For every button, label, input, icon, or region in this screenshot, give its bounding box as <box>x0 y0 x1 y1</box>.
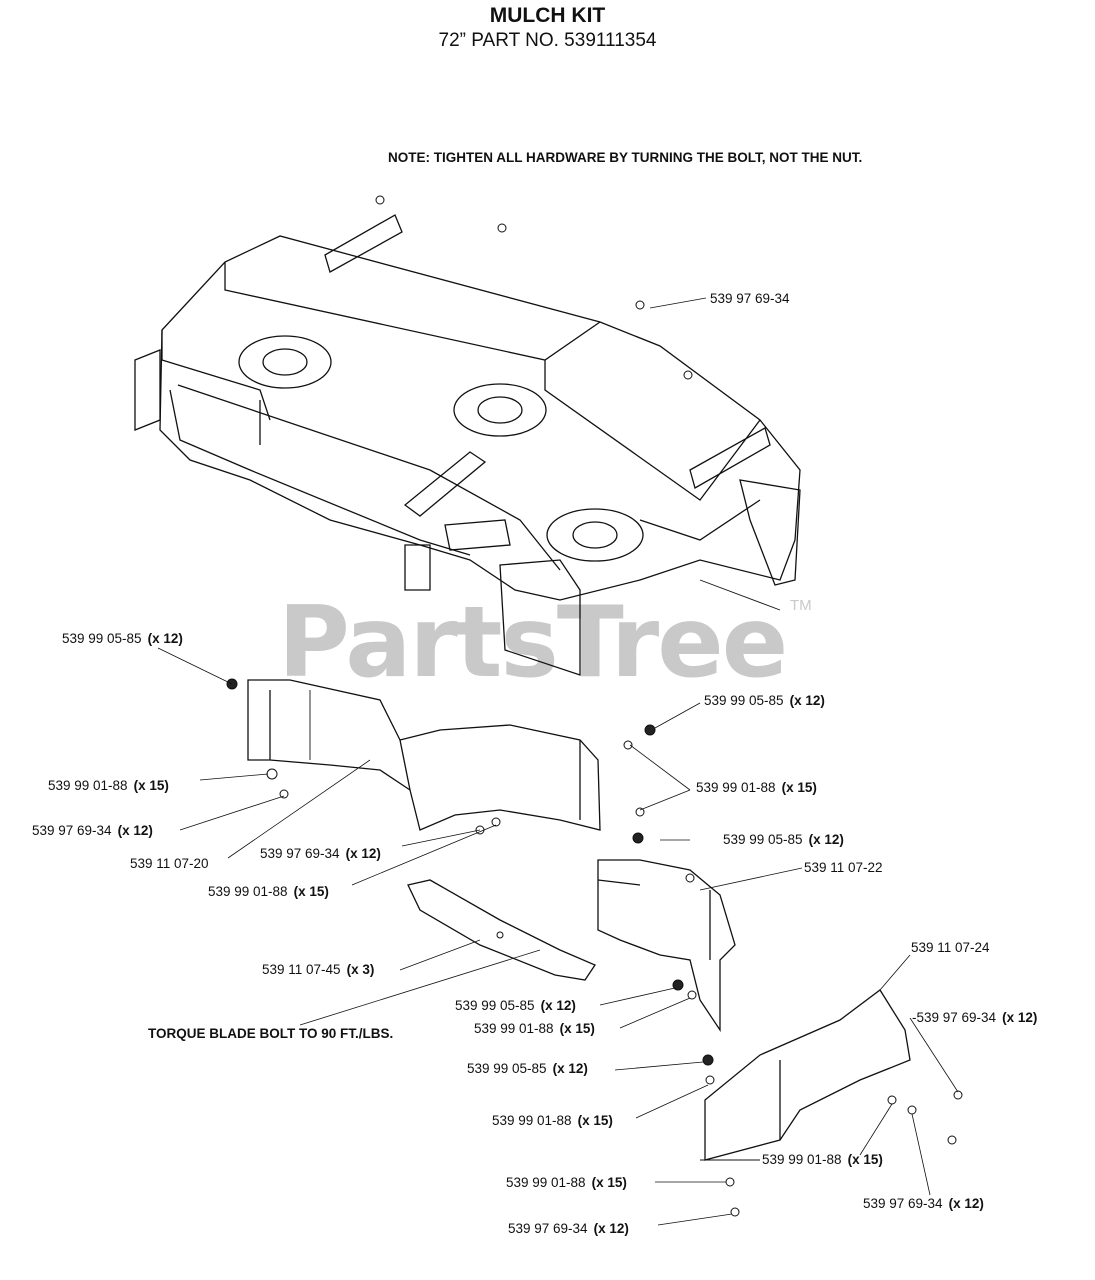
callout-part-number: 539 11 07-20 <box>130 856 209 871</box>
callout-quantity: (x 12) <box>552 1061 588 1076</box>
callout-quantity: (x 15) <box>781 780 817 795</box>
callout-part-number: 539 99 01-88 <box>48 778 128 793</box>
callout-part-number: 539 11 07-24 <box>911 940 990 955</box>
callout-part-number: 539 99 05-85 <box>62 631 142 646</box>
callout-nut-left: 539 99 05-85 (x 12) <box>62 631 183 646</box>
callout-quantity: (x 3) <box>346 962 375 977</box>
callout-quantity: (x 12) <box>345 846 381 861</box>
callout-part-number: 539 99 05-85 <box>455 998 535 1013</box>
callout-quantity: (x 12) <box>540 998 576 1013</box>
callout-part-number: 539 97 69-34 <box>32 823 112 838</box>
trademark-mark: TM <box>790 597 812 614</box>
callout-part-number: 539 97 69-34 <box>508 1221 588 1236</box>
callout-quantity: (x 15) <box>847 1152 883 1167</box>
callout-part-number: 539 99 01-88 <box>696 780 776 795</box>
callout-washer-lower-right: 539 99 01-88 (x 15) <box>762 1152 883 1167</box>
callout-part-number: 539 11 07-45 <box>262 962 341 977</box>
callout-part-number: 539 97 69-34 <box>260 846 340 861</box>
callout-part-number: 539 97 69-34 <box>710 291 790 306</box>
callout-baffle-07-24: 539 11 07-24 <box>911 940 996 955</box>
callout-part-number: 539 11 07-22 <box>804 860 883 875</box>
torque-note: TORQUE BLADE BOLT TO 90 FT./LBS. <box>148 1026 394 1041</box>
callout-quantity: (x 15) <box>133 778 169 793</box>
diagram-title: MULCH KIT <box>489 4 606 27</box>
mower-deck <box>134 195 801 676</box>
callout-bolt-far-right: -539 97 69-34 (x 12) <box>912 1010 1037 1025</box>
part-number-subtitle: 72” PART NO. 539111354 <box>438 30 657 51</box>
callout-quantity: (x 12) <box>1002 1010 1038 1025</box>
callout-blade-07-45: 539 11 07-45 (x 3) <box>262 962 374 977</box>
callout-part-number: -539 97 69-34 <box>912 1010 997 1025</box>
callout-bolt-top: 539 97 69-34 <box>710 291 796 306</box>
callout-nut-upper-right: 539 99 05-85 (x 12) <box>704 693 825 708</box>
callout-nut-right: 539 99 05-85 (x 12) <box>723 832 844 847</box>
callout-quantity: (x 12) <box>117 823 153 838</box>
callout-quantity: (x 12) <box>808 832 844 847</box>
partstree-watermark: PartsTree <box>278 586 788 700</box>
callout-quantity: (x 15) <box>559 1021 595 1036</box>
callout-washer-bottom: 539 99 01-88 (x 15) <box>506 1175 627 1190</box>
callout-part-number: 539 99 01-88 <box>208 884 288 899</box>
callout-part-number: 539 99 01-88 <box>474 1021 554 1036</box>
callout-part-number: 539 99 05-85 <box>704 693 784 708</box>
callout-quantity: (x 15) <box>591 1175 627 1190</box>
callout-part-number: 539 97 69-34 <box>863 1196 943 1211</box>
callout-part-number: 539 99 05-85 <box>467 1061 547 1076</box>
mulch-baffle-right <box>700 989 911 1161</box>
callout-quantity: (x 12) <box>593 1221 629 1236</box>
callout-part-number: 539 99 01-88 <box>506 1175 586 1190</box>
callout-bolt-center: 539 97 69-34 (x 12) <box>260 846 381 861</box>
mulch-baffle-left <box>247 679 601 831</box>
mulching-blade <box>407 879 596 981</box>
callout-bolt-bottom-right: 539 97 69-34 (x 12) <box>863 1196 984 1211</box>
callout-bolt-left: 539 97 69-34 (x 12) <box>32 823 153 838</box>
callout-washer-mid: 539 99 01-88 (x 15) <box>474 1021 595 1036</box>
callout-washer-center: 539 99 01-88 (x 15) <box>208 884 329 899</box>
callout-nut-mid: 539 99 05-85 (x 12) <box>455 998 576 1013</box>
callout-quantity: (x 15) <box>293 884 329 899</box>
callout-part-number: 539 99 01-88 <box>492 1113 572 1128</box>
callout-washer-lower: 539 99 01-88 (x 15) <box>492 1113 613 1128</box>
callout-washer-left: 539 99 01-88 (x 15) <box>48 778 169 793</box>
mulch-baffle-center <box>597 859 736 1033</box>
callout-part-number: 539 99 05-85 <box>723 832 803 847</box>
callout-baffle-07-20: 539 11 07-20 <box>130 856 215 871</box>
hardware-note: NOTE: TIGHTEN ALL HARDWARE BY TURNING TH… <box>388 150 863 165</box>
callout-part-number: 539 99 01-88 <box>762 1152 842 1167</box>
callout-quantity: (x 12) <box>948 1196 984 1211</box>
callout-quantity: (x 15) <box>577 1113 613 1128</box>
callout-washer-upper-right: 539 99 01-88 (x 15) <box>696 780 817 795</box>
leader-lines <box>157 297 959 1226</box>
callout-quantity: (x 12) <box>789 693 825 708</box>
callout-bolt-bottom: 539 97 69-34 (x 12) <box>508 1221 629 1236</box>
callout-quantity: (x 12) <box>147 631 183 646</box>
callout-baffle-07-22: 539 11 07-22 <box>804 860 889 875</box>
callout-nut-lower: 539 99 05-85 (x 12) <box>467 1061 588 1076</box>
